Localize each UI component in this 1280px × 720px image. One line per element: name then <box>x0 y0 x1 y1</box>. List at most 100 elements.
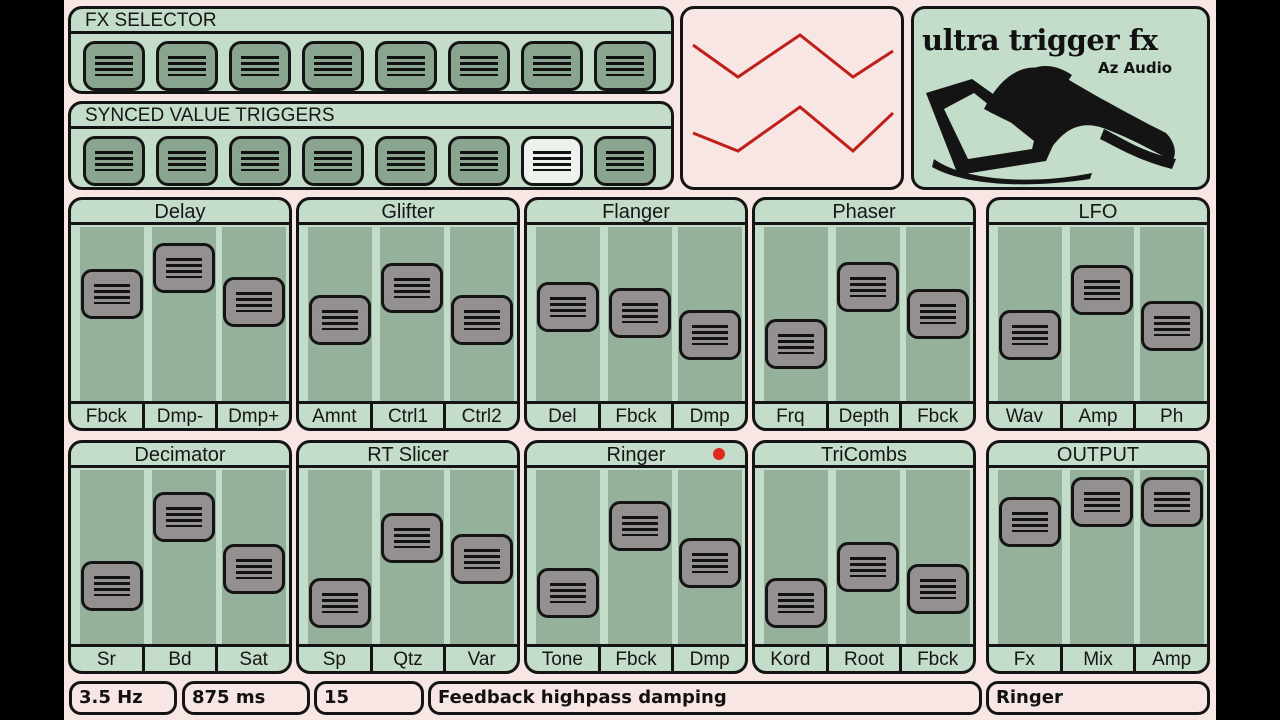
synced-trigger-button-7[interactable] <box>521 136 583 186</box>
grip-lines-icon <box>778 333 814 354</box>
synced-trigger-button-8[interactable] <box>594 136 656 186</box>
lfo-ph-slider-handle[interactable] <box>1141 301 1203 352</box>
glifter-title: Glifter <box>299 200 517 225</box>
grip-lines-icon <box>322 310 358 331</box>
grip-lines-icon <box>94 284 130 305</box>
delay-dmp-slider-handle[interactable] <box>223 276 285 327</box>
grip-lines-icon <box>460 56 498 76</box>
output-amp-slider-handle[interactable] <box>1141 477 1203 528</box>
phaser-depth-slider-track[interactable] <box>836 227 900 401</box>
decimator-bd-slider-handle[interactable] <box>153 492 215 543</box>
grip-lines-icon <box>394 528 430 549</box>
glifter-ctrl1-slider-track[interactable] <box>380 227 444 401</box>
lfo-amp-slider-handle[interactable] <box>1071 265 1133 316</box>
rate-display: 3.5 Hz <box>69 681 177 715</box>
glifter-ctrl2-slider-handle[interactable] <box>451 295 513 346</box>
fx-selector-button-7[interactable] <box>521 41 583 91</box>
grip-lines-icon <box>1012 325 1048 346</box>
output-fx-slider-track[interactable] <box>998 470 1062 644</box>
param-label: Sr <box>96 649 116 670</box>
flanger-del-slider-handle[interactable] <box>537 281 599 332</box>
decimator-sr-slider-track[interactable] <box>80 470 144 644</box>
lfo-wav-slider-handle[interactable] <box>999 310 1061 361</box>
phaser-frq-slider-handle[interactable] <box>765 318 827 369</box>
param-label: Dmp- <box>141 404 216 428</box>
decimator-sat-slider-handle[interactable] <box>223 544 285 595</box>
rt-slicer-sp-slider-handle[interactable] <box>309 577 371 628</box>
waveform-upper <box>692 33 894 79</box>
fx-selector-button-4[interactable] <box>302 41 364 91</box>
grip-lines-icon <box>1084 492 1120 513</box>
delay-fbck-slider-handle[interactable] <box>81 269 143 320</box>
grip-lines-icon <box>606 151 644 171</box>
rt-slicer-title: RT Slicer <box>299 443 517 468</box>
fx-selector-title: FX SELECTOR <box>71 9 671 34</box>
ringer-fbck-slider-track[interactable] <box>608 470 672 644</box>
tricombs-root-slider-handle[interactable] <box>837 541 899 592</box>
delay-dmp-slider-handle[interactable] <box>153 243 215 294</box>
module-name-display: Ringer <box>986 681 1210 715</box>
rt-slicer-var-slider-handle[interactable] <box>451 534 513 585</box>
ringer-dmp-slider-handle[interactable] <box>679 538 741 589</box>
tricombs-fbck-slider-handle[interactable] <box>907 564 969 615</box>
fx-selector-button-6[interactable] <box>448 41 510 91</box>
grip-lines-icon <box>166 507 202 528</box>
phaser-depth-slider-handle[interactable] <box>837 261 899 312</box>
tricombs-fbck-slider-track[interactable] <box>906 470 970 644</box>
synced-triggers-panel: SYNCED VALUE TRIGGERS <box>68 101 674 190</box>
param-label: Depth <box>825 404 900 428</box>
grip-lines-icon <box>622 302 658 323</box>
flanger-dmp-slider-handle[interactable] <box>679 310 741 361</box>
param-label: Kord <box>770 649 811 670</box>
fx-selector-button-2[interactable] <box>156 41 218 91</box>
synced-trigger-button-5[interactable] <box>375 136 437 186</box>
synced-trigger-button-3[interactable] <box>229 136 291 186</box>
flanger-fbck-slider-handle[interactable] <box>609 287 671 338</box>
fx-selector-button-3[interactable] <box>229 41 291 91</box>
lfo-waveform-display <box>680 6 904 190</box>
param-label: Dmp+ <box>215 404 289 428</box>
glifter-ctrl1-slider-handle[interactable] <box>381 262 443 313</box>
phaser-fbck-slider-handle[interactable] <box>907 289 969 339</box>
output-mix-slider-handle[interactable] <box>1071 477 1133 528</box>
lfo-title: LFO <box>989 200 1207 225</box>
decimator-sr-slider-handle[interactable] <box>81 560 143 611</box>
param-label: Sp <box>322 649 346 670</box>
tricombs-kord-slider-handle[interactable] <box>765 577 827 628</box>
grip-lines-icon <box>533 151 571 171</box>
logo-subtitle: Az Audio <box>1098 59 1173 77</box>
glifter-amnt-slider-handle[interactable] <box>309 295 371 346</box>
grip-lines-icon <box>550 296 586 317</box>
param-label: Amnt <box>312 406 357 427</box>
fx-selector-button-1[interactable] <box>83 41 145 91</box>
grip-lines-icon <box>1012 512 1048 533</box>
rt-slicer-qtz-slider-handle[interactable] <box>381 513 443 564</box>
grip-lines-icon <box>168 56 206 76</box>
synced-trigger-button-4[interactable] <box>302 136 364 186</box>
synced-trigger-button-1[interactable] <box>83 136 145 186</box>
param-label: Root <box>825 647 900 671</box>
synced-trigger-button-2[interactable] <box>156 136 218 186</box>
grip-lines-icon <box>1154 492 1190 513</box>
synced-trigger-button-6[interactable] <box>448 136 510 186</box>
fx-selector-button-8[interactable] <box>594 41 656 91</box>
phaser-frq-slider-track[interactable] <box>764 227 828 401</box>
grip-lines-icon <box>394 277 430 298</box>
output-fx-slider-handle[interactable] <box>999 497 1061 548</box>
grip-lines-icon <box>322 592 358 613</box>
grip-lines-icon <box>387 56 425 76</box>
ringer-fbck-slider-handle[interactable] <box>609 501 671 551</box>
param-label: Frq <box>776 406 805 427</box>
ringer-tone-slider-handle[interactable] <box>537 567 599 618</box>
param-label: Amp <box>1133 647 1207 671</box>
grip-lines-icon <box>692 325 728 346</box>
param-label: Fbck <box>597 647 672 671</box>
fx-selector-button-5[interactable] <box>375 41 437 91</box>
